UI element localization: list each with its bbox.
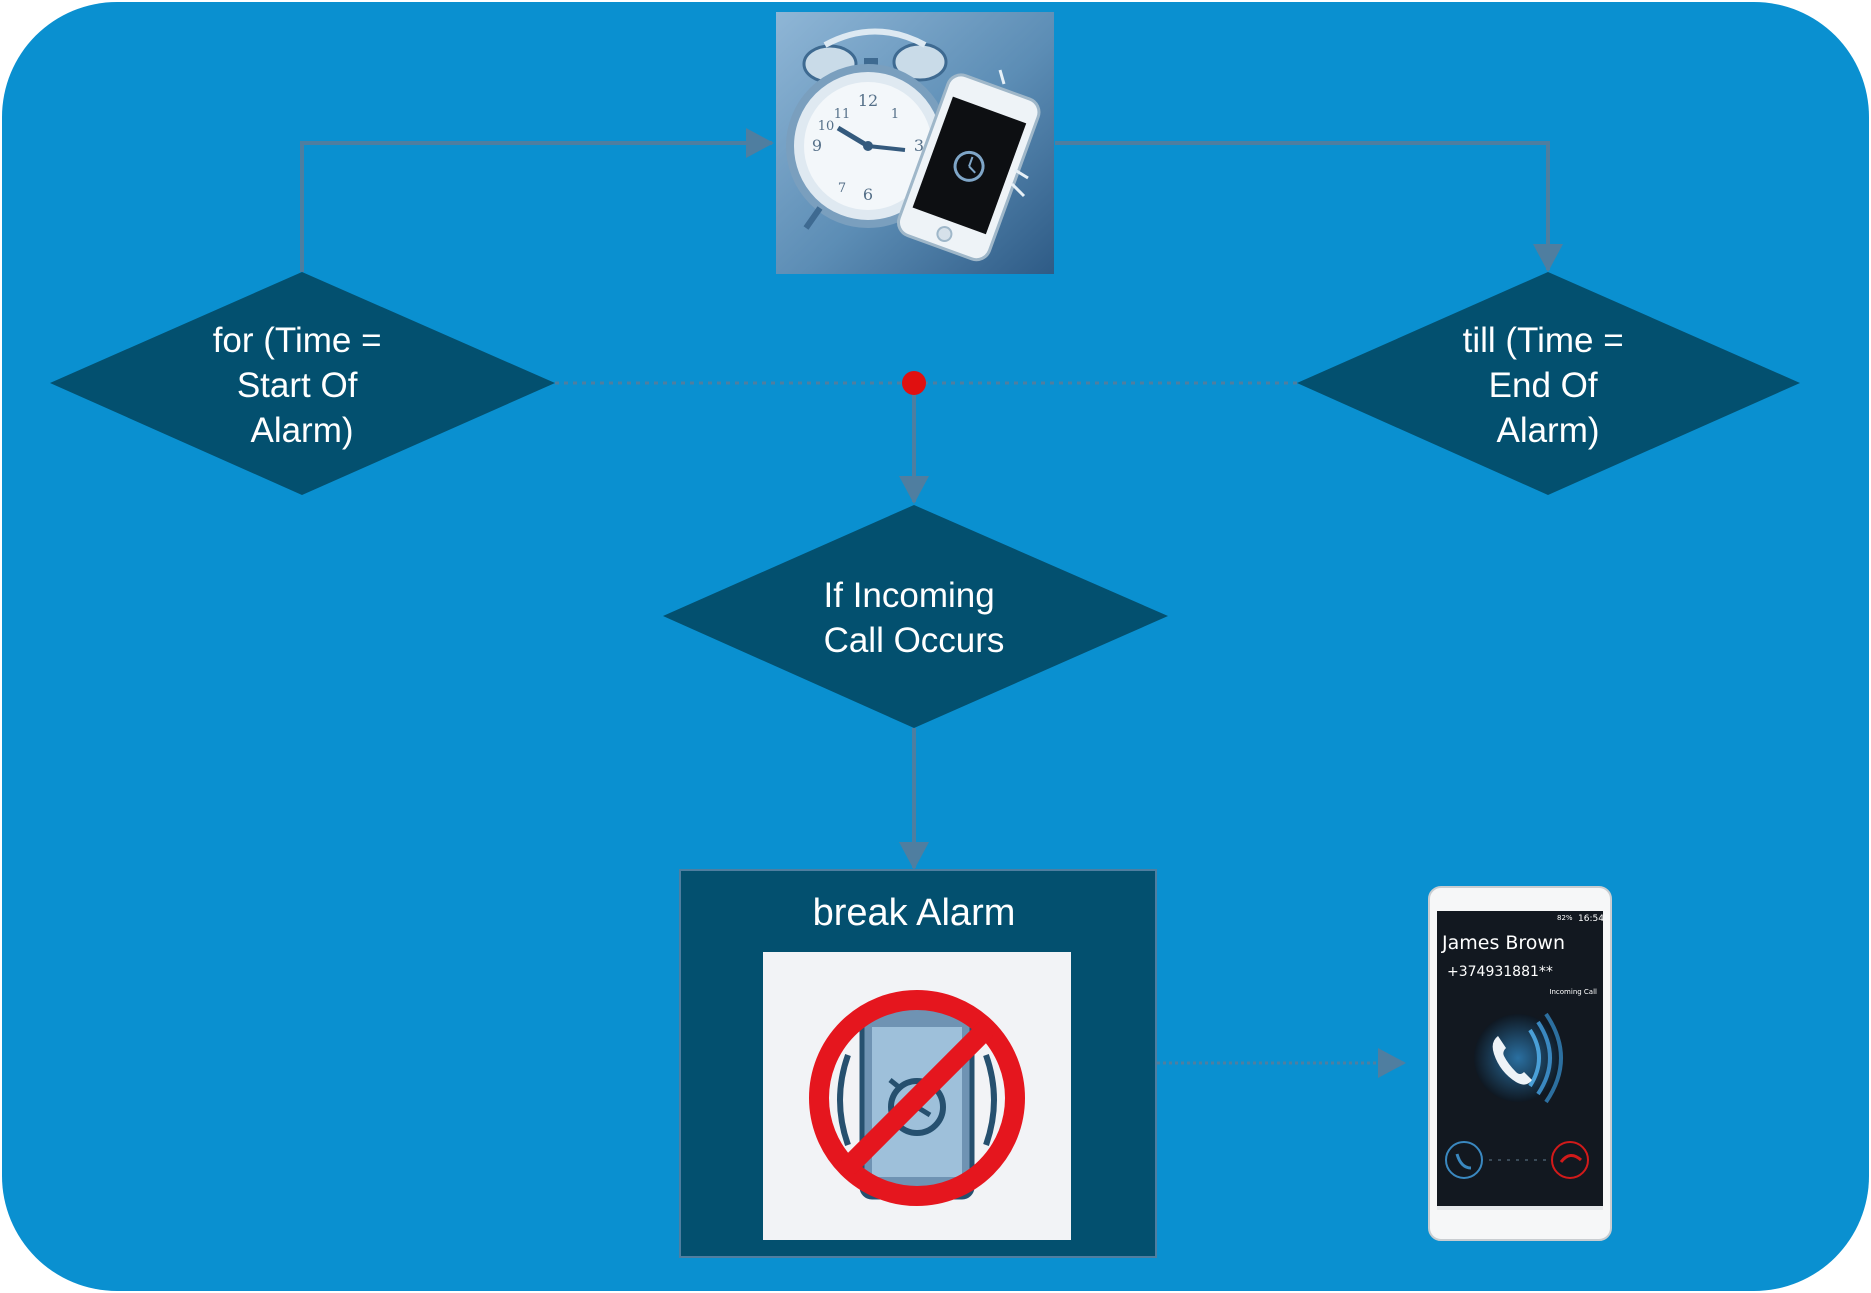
svg-text:10: 10	[818, 119, 835, 134]
start-loop-node: for (Time = Start Of Alarm)	[50, 272, 555, 495]
phone-status-time: 16:54	[1578, 914, 1604, 924]
caller-number: +374931881**	[1447, 964, 1553, 980]
phone-battery: 82%	[1557, 914, 1573, 922]
end-loop-line-1: till (Time =	[1463, 321, 1624, 360]
start-loop-diamond	[50, 272, 555, 495]
incoming-call-phone: 82% 16:54 James Brown +374931881** Incom…	[1428, 886, 1612, 1241]
incoming-call-line-1: If Incoming	[824, 576, 995, 615]
start-loop-label: for (Time = Start Of Alarm)	[213, 321, 392, 450]
end-loop-line-2: End Of	[1489, 366, 1598, 405]
incoming-call-label: If Incoming Call Occurs	[824, 576, 1005, 660]
call-status: Incoming Call	[1549, 988, 1597, 996]
break-alarm-title: break Alarm	[813, 892, 1016, 934]
junction-dot	[902, 371, 926, 395]
no-alarm-icon	[763, 952, 1071, 1240]
decline-call-icon	[1551, 1141, 1589, 1179]
break-alarm-node: break Alarm	[679, 869, 1157, 1258]
svg-text:1: 1	[891, 107, 899, 122]
caller-name: James Brown	[1441, 932, 1565, 954]
alarm-clock-phone-image: 12 3 6 9 1 11 10 7	[776, 12, 1054, 274]
end-loop-line-3: Alarm)	[1496, 411, 1599, 450]
connector-image-to-end	[1055, 141, 1563, 272]
svg-text:11: 11	[834, 107, 851, 122]
connector-start-to-image	[300, 128, 774, 272]
svg-text:9: 9	[812, 136, 822, 155]
incoming-call-node: If Incoming Call Occurs	[663, 505, 1168, 728]
end-loop-diamond	[1297, 272, 1800, 495]
svg-text:12: 12	[858, 91, 878, 110]
incoming-call-line-2: Call Occurs	[824, 621, 1005, 660]
answer-call-icon	[1445, 1141, 1483, 1179]
svg-text:7: 7	[838, 181, 846, 196]
handset-icon	[1492, 1036, 1532, 1085]
end-loop-node: till (Time = End Of Alarm)	[1297, 272, 1800, 495]
svg-text:3: 3	[914, 136, 924, 155]
incoming-call-diamond	[663, 505, 1168, 728]
svg-text:6: 6	[863, 185, 873, 204]
start-loop-line-3: Alarm)	[250, 411, 353, 450]
start-loop-line-2: Start Of	[237, 366, 358, 405]
end-loop-label: till (Time = End Of Alarm)	[1463, 321, 1634, 450]
start-loop-line-1: for (Time =	[213, 321, 382, 360]
